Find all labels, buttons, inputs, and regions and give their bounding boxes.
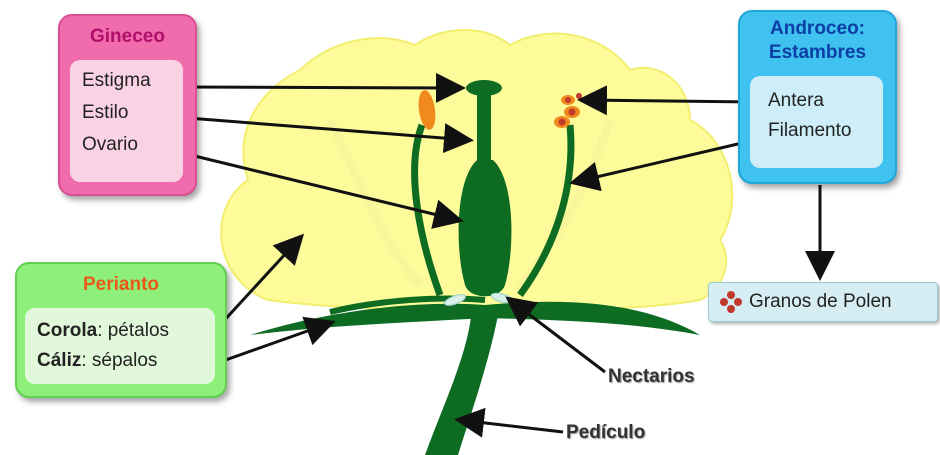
label-nectarios: Nectarios [608, 366, 695, 388]
arrow-pediculo [460, 420, 563, 432]
pollen-cluster-icon [719, 290, 743, 314]
androceo-box: Androceo: Estambres Antera Filamento [738, 10, 897, 184]
pedicel-stem [425, 305, 500, 455]
gineceo-item-estilo: Estilo [82, 102, 128, 124]
perianto-list: Corola: pétalos Cáliz: sépalos [25, 308, 215, 384]
gineceo-box: Gineceo Estigma Estilo Ovario [58, 14, 197, 196]
arrow-estigma [185, 87, 460, 88]
label-pediculo: Pedículo [566, 422, 645, 444]
corola-term: Corola [37, 320, 97, 341]
gineceo-item-ovario: Ovario [82, 134, 138, 156]
perianto-box: Perianto Corola: pétalos Cáliz: sépalos [15, 262, 227, 398]
perianto-corola: Corola: pétalos [37, 320, 169, 342]
perianto-caliz: Cáliz: sépalos [37, 350, 157, 372]
caliz-term: Cáliz [37, 350, 81, 371]
ovary [459, 160, 512, 296]
arrow-antera [583, 100, 755, 102]
perianto-title: Perianto [17, 274, 225, 296]
androceo-title-line1: Androceo: [740, 18, 895, 40]
gineceo-title: Gineceo [60, 26, 195, 48]
corola-desc: : pétalos [97, 320, 169, 341]
style [477, 88, 491, 168]
polen-box: Granos de Polen [708, 282, 938, 322]
stigma [466, 80, 502, 96]
gineceo-list: Estigma Estilo Ovario [70, 60, 183, 182]
androceo-item-filamento: Filamento [768, 120, 851, 142]
androceo-list: Antera Filamento [750, 76, 883, 168]
gineceo-item-estigma: Estigma [82, 70, 151, 92]
androceo-item-antera: Antera [768, 90, 824, 112]
androceo-title-line2: Estambres [740, 42, 895, 64]
caliz-desc: : sépalos [81, 350, 157, 371]
polen-label: Granos de Polen [749, 291, 892, 313]
